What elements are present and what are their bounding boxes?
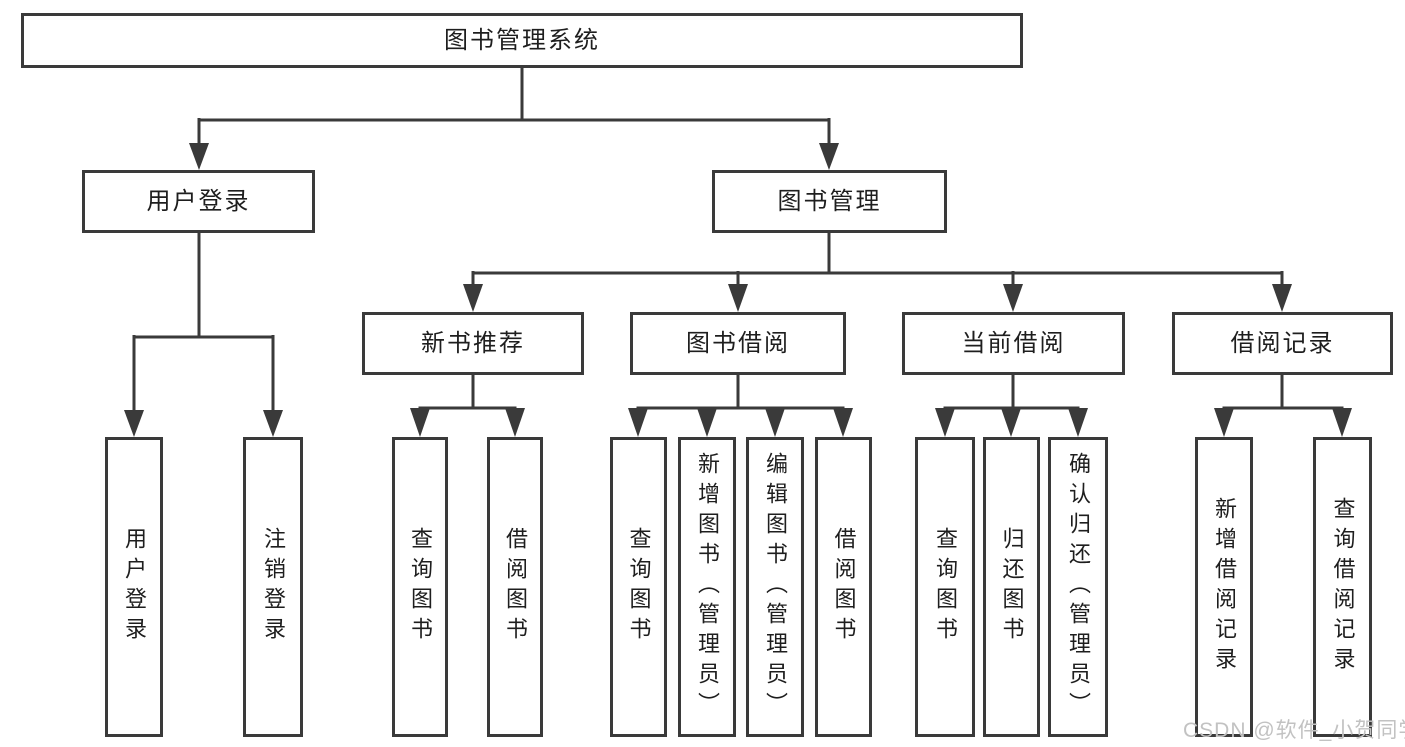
watermark: CSDN @软件_小贺同学 [1183, 719, 1405, 742]
leaf-user-login: 用户登录 [105, 437, 163, 737]
leaf-query-books-current: 查询图书 [915, 437, 975, 737]
node-user-login: 用户登录 [82, 170, 315, 233]
leaf-return-books: 归还图书 [983, 437, 1040, 737]
leaf-logout: 注销登录 [243, 437, 303, 737]
leaf-borrow-books-borrowing: 借阅图书 [815, 437, 872, 737]
leaf-add-book-admin: 新增图书（管理员） [678, 437, 736, 737]
node-library-system: 图书管理系统 [21, 13, 1023, 68]
leaf-confirm-return-admin: 确认归还（管理员） [1048, 437, 1108, 737]
node-book-borrowing: 图书借阅 [630, 312, 846, 375]
node-borrowing-records: 借阅记录 [1172, 312, 1393, 375]
leaf-query-books-borrowing: 查询图书 [610, 437, 667, 737]
leaf-add-borrow-record: 新增借阅记录 [1195, 437, 1253, 737]
leaf-borrow-books-recommend: 借阅图书 [487, 437, 543, 737]
leaf-edit-book-admin: 编辑图书（管理员） [746, 437, 804, 737]
node-new-book-recommend: 新书推荐 [362, 312, 584, 375]
node-current-borrowing: 当前借阅 [902, 312, 1125, 375]
leaf-query-books-recommend: 查询图书 [392, 437, 448, 737]
leaf-query-borrow-record: 查询借阅记录 [1313, 437, 1372, 737]
node-book-management: 图书管理 [712, 170, 947, 233]
